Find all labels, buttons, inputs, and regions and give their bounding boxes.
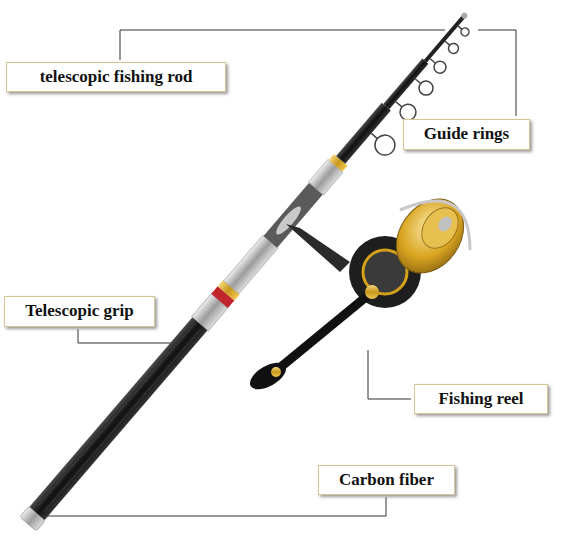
part-label: Fishing reel [414, 384, 548, 414]
leader-line [478, 30, 516, 116]
part-label: Guide rings [403, 119, 530, 150]
part-label: Telescopic grip [4, 296, 155, 327]
leader-line [120, 30, 445, 60]
label-text: telescopic fishing rod [40, 68, 193, 87]
part-label: telescopic fishing rod [6, 62, 226, 92]
label-text: Telescopic grip [25, 302, 133, 321]
part-label: Carbon fiber [318, 465, 455, 495]
label-text: Fishing reel [438, 390, 523, 409]
fishing-reel [246, 186, 478, 395]
leader-line [368, 350, 411, 399]
leader-line [34, 497, 386, 516]
label-text: Carbon fiber [339, 471, 434, 490]
label-text: Guide rings [424, 125, 510, 144]
